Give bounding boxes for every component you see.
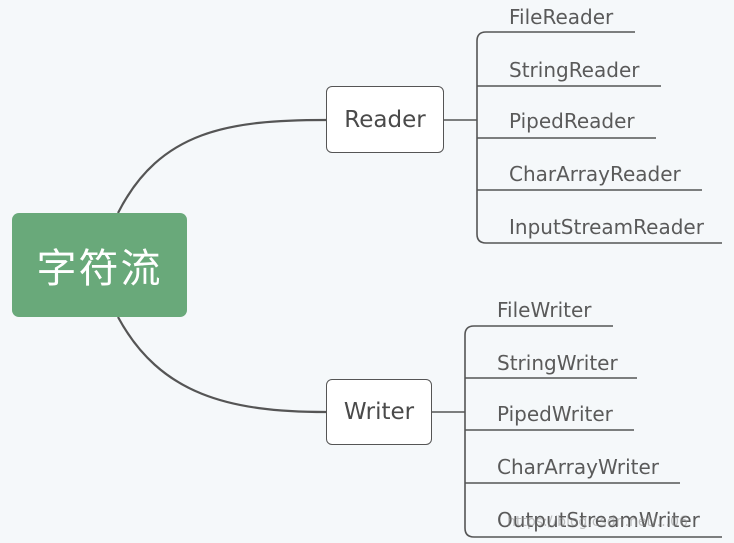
leaf-reader-chararray[interactable]: CharArrayReader <box>509 162 681 186</box>
leaf-reader-string[interactable]: StringReader <box>509 58 640 82</box>
branch-node-writer[interactable]: Writer <box>326 379 432 445</box>
leaf-writer-piped[interactable]: PipedWriter <box>497 402 613 426</box>
leaf-writer-string[interactable]: StringWriter <box>497 351 618 375</box>
leaf-reader-piped[interactable]: PipedReader <box>509 109 635 133</box>
connector-root-reader <box>117 118 327 214</box>
leaf-writer-file[interactable]: FileWriter <box>497 298 592 322</box>
watermark-text: https://blog.csdn.net/...06 <box>507 514 688 530</box>
leaf-reader-file[interactable]: FileReader <box>509 5 614 29</box>
connector-root-writer <box>117 316 327 414</box>
leaf-writer-chararray[interactable]: CharArrayWriter <box>497 455 660 479</box>
leaf-writer-outputstream[interactable]: OutputStreamWriter <box>497 508 700 532</box>
writer-bracket-spine <box>464 325 475 538</box>
leaf-reader-inputstream[interactable]: InputStreamReader <box>509 215 704 239</box>
branch-node-reader[interactable]: Reader <box>326 86 444 153</box>
root-node[interactable]: 字符流 <box>12 213 187 317</box>
